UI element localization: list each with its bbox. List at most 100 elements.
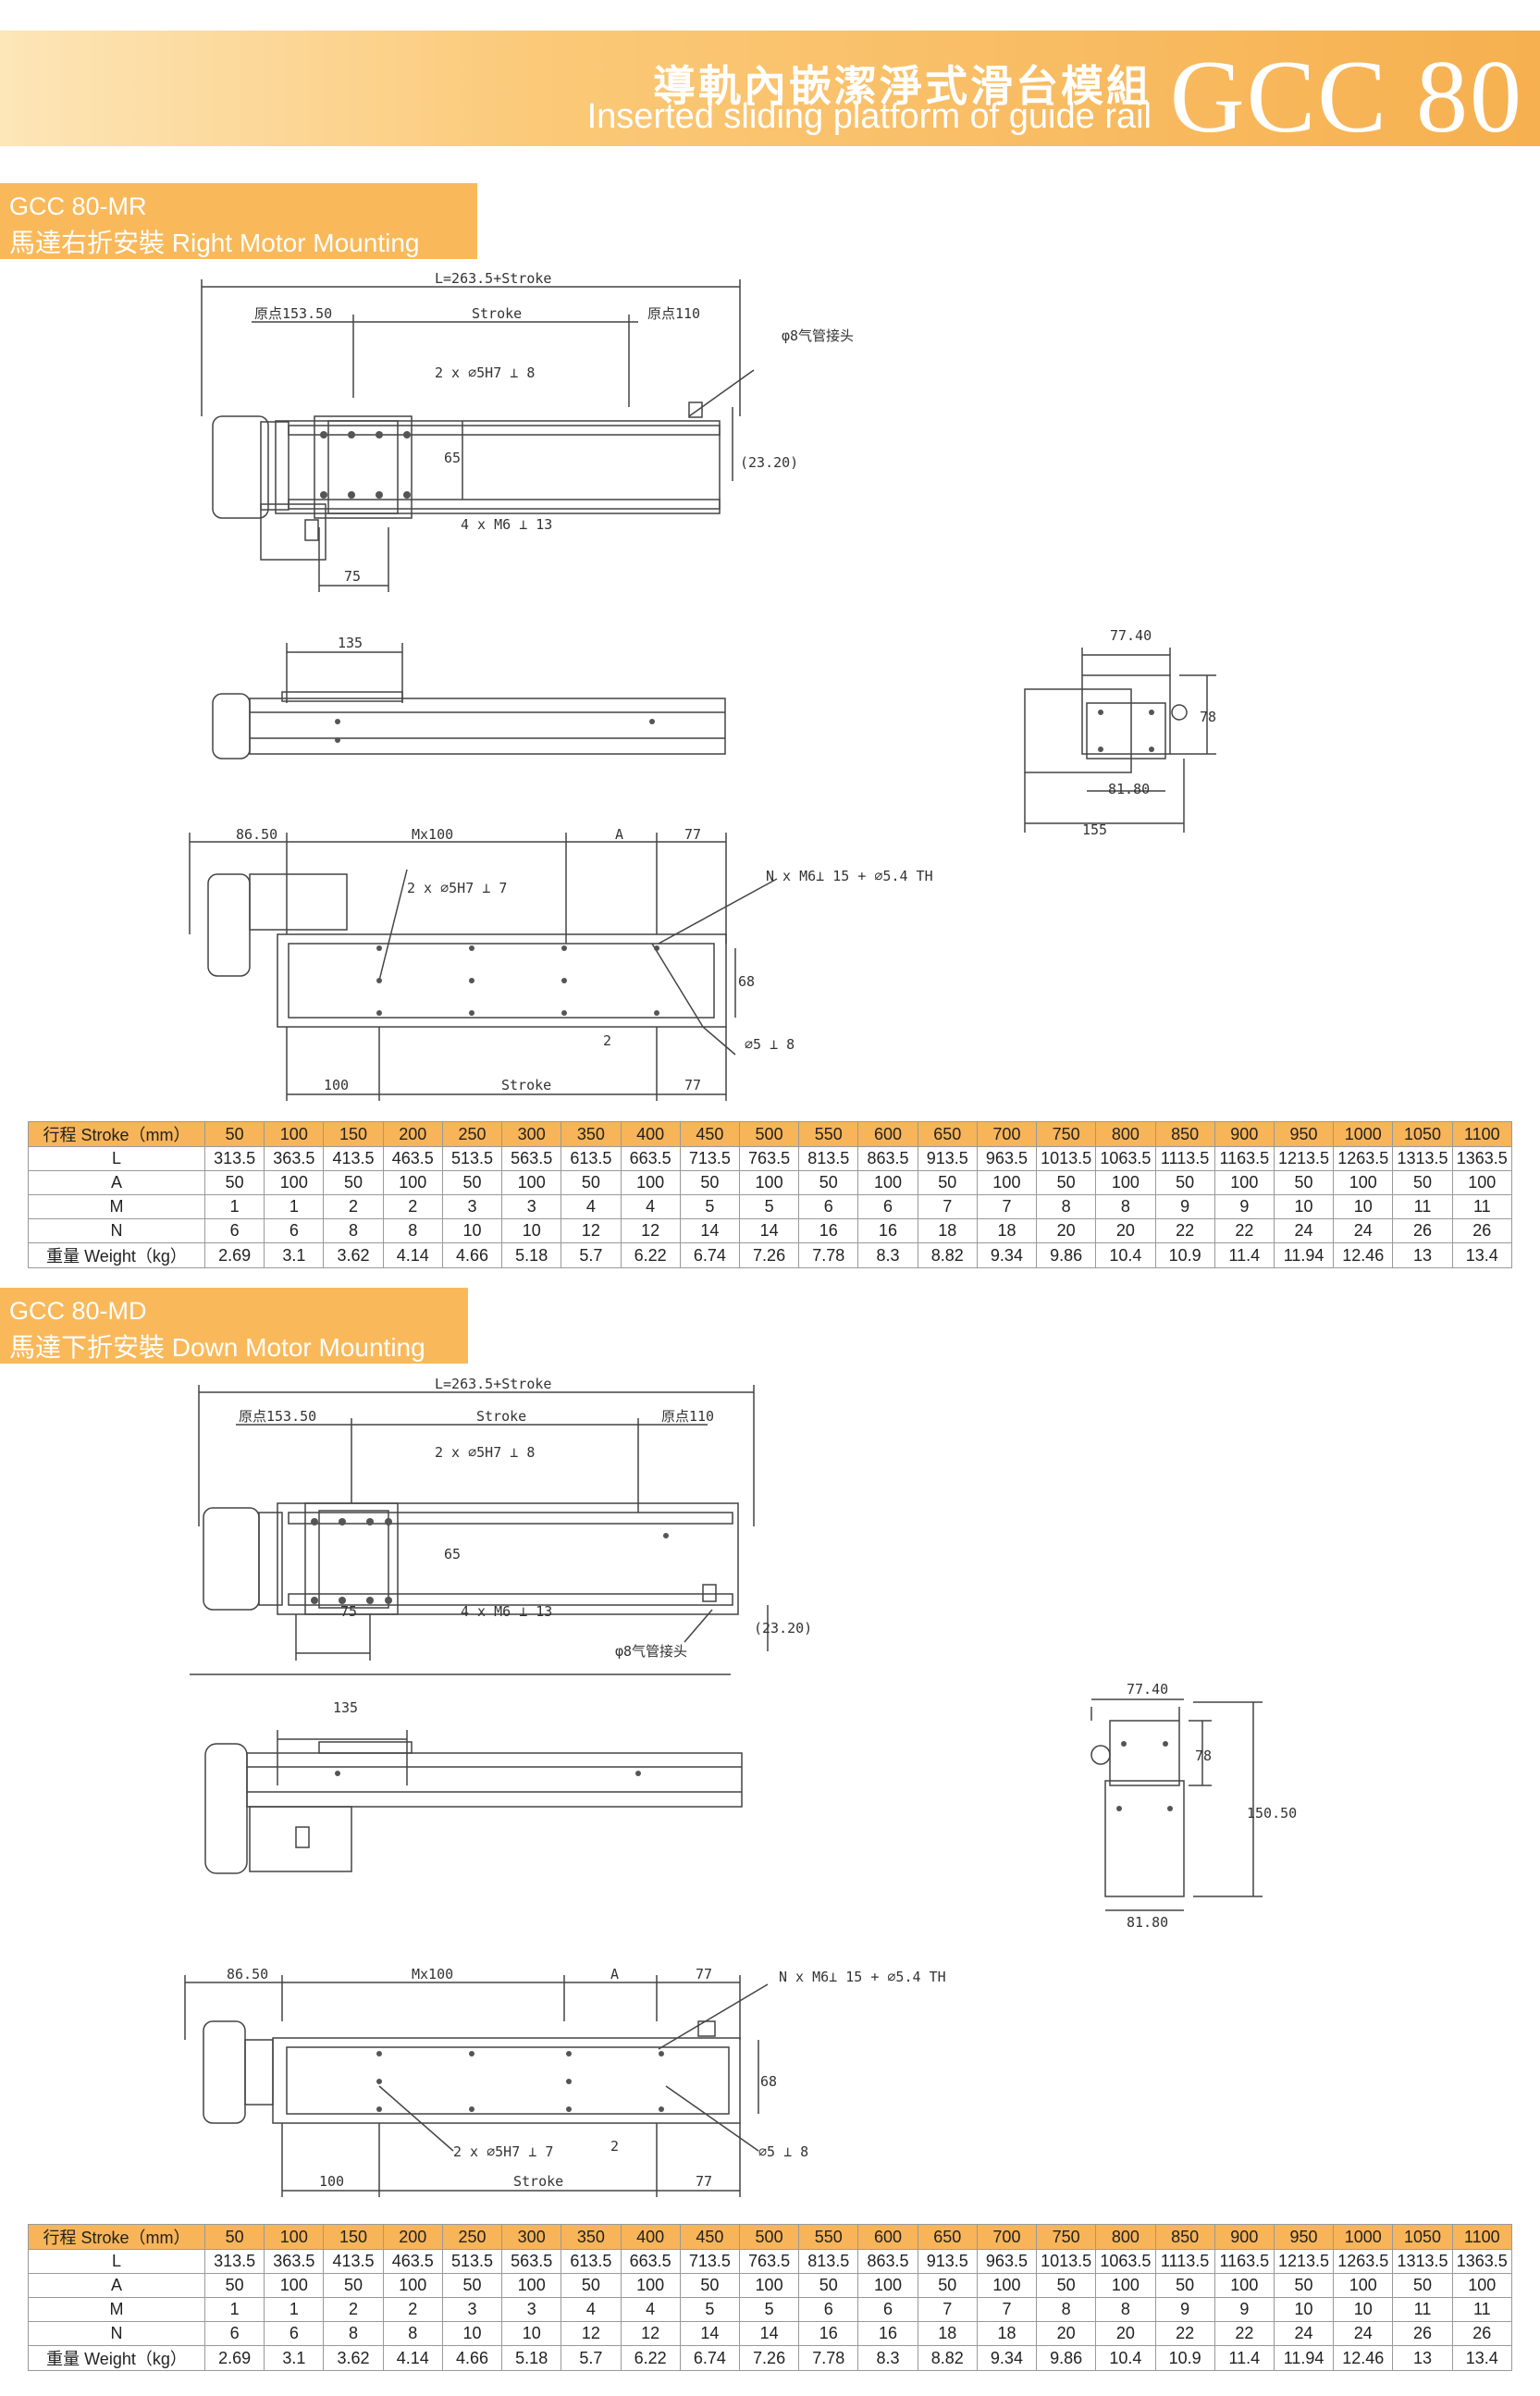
row-label: 重量 Weight（kg） xyxy=(28,1242,205,1268)
table-cell: 50 xyxy=(798,1170,859,1195)
table-cell: 9 xyxy=(1214,2297,1275,2322)
table-cell: 10 xyxy=(1273,2297,1335,2322)
table-cell: 8.82 xyxy=(917,1242,978,1268)
table-cell: 50 xyxy=(203,1121,265,1147)
label-air-fitting: φ8气管接头 xyxy=(782,327,854,344)
table-cell: 11.94 xyxy=(1273,2345,1335,2371)
table-cell: 713.5 xyxy=(679,1146,740,1171)
table-cell: 900 xyxy=(1214,1121,1275,1147)
title-en: Inserted sliding platform of guide rail xyxy=(586,97,1152,136)
table-cell: 6.74 xyxy=(679,1242,740,1268)
table-cell: 1313.5 xyxy=(1392,2249,1453,2274)
dim-78: 78 xyxy=(1195,1748,1212,1764)
table-cell: 50 xyxy=(203,2224,265,2250)
table-cell: 450 xyxy=(679,1121,740,1147)
dim-77-bottom: 77 xyxy=(684,1077,701,1093)
table-cell: 100 xyxy=(1451,1170,1513,1195)
table-cell: 4 xyxy=(620,2297,681,2322)
table-cell: 5 xyxy=(738,1194,800,1219)
table-cell: 16 xyxy=(857,2321,918,2346)
dim-155: 155 xyxy=(1082,821,1107,838)
table-cell: 100 xyxy=(1333,1170,1394,1195)
table-cell: 100 xyxy=(382,2273,443,2298)
table-cell: 663.5 xyxy=(620,2249,681,2274)
table-cell: 50 xyxy=(323,2273,384,2298)
dim-78: 78 xyxy=(1200,709,1216,725)
table-cell: 16 xyxy=(857,1218,918,1243)
dim-75: 75 xyxy=(340,1603,357,1620)
table-cell: 1100 xyxy=(1451,2224,1513,2250)
table-cell: 2 xyxy=(382,2297,443,2322)
table-cell: 363.5 xyxy=(264,2249,325,2274)
table-cell: 200 xyxy=(382,1121,443,1147)
drawing-right-motor: L=263.5+Stroke 原点153.50 Stroke 原点110 φ8气… xyxy=(189,270,1216,1101)
table-cell: 650 xyxy=(917,1121,978,1147)
table-cell: 700 xyxy=(976,1121,1038,1147)
table-cell: 20 xyxy=(1036,1218,1097,1243)
table-cell: 400 xyxy=(620,1121,681,1147)
table-cell: 100 xyxy=(501,1170,562,1195)
table-cell: 813.5 xyxy=(798,2249,859,2274)
label-tapped-holes: 4 x M6 ⟂ 13 xyxy=(461,516,552,533)
table-cell: 12 xyxy=(561,2321,622,2346)
dim-a: A xyxy=(615,826,623,843)
dim-7740: 77.40 xyxy=(1127,1681,1168,1698)
table-cell: 300 xyxy=(501,1121,562,1147)
dim-77: 77 xyxy=(696,1966,712,1982)
table-cell: 600 xyxy=(857,1121,918,1147)
table-cell: 26 xyxy=(1451,1218,1513,1243)
table-cell: 700 xyxy=(976,2224,1038,2250)
dim-8180: 81.80 xyxy=(1108,781,1150,797)
row-label: A xyxy=(28,2273,205,2298)
table-cell: 6 xyxy=(203,1218,265,1243)
dim-135: 135 xyxy=(333,1699,358,1716)
table-cell: 363.5 xyxy=(264,1146,325,1171)
table-cell: 1050 xyxy=(1392,1121,1453,1147)
table-cell: 6 xyxy=(857,2297,918,2322)
dim-origin-right: 原点110 xyxy=(647,305,700,322)
table-cell: 9.34 xyxy=(976,1242,1038,1268)
table-cell: 100 xyxy=(976,2273,1038,2298)
table-cell: 963.5 xyxy=(976,2249,1038,2274)
table-cell: 1 xyxy=(203,1194,265,1219)
section-subtitle: 馬達下折安裝 Down Motor Mounting xyxy=(9,1333,425,1362)
table-cell: 3 xyxy=(441,2297,503,2322)
table-cell: 26 xyxy=(1392,2321,1453,2346)
table-cell: 750 xyxy=(1036,1121,1097,1147)
table-cell: 600 xyxy=(857,2224,918,2250)
table-cell: 100 xyxy=(382,1170,443,1195)
table-cell: 5 xyxy=(679,2297,740,2322)
table-cell: 963.5 xyxy=(976,1146,1038,1171)
label-hole5: ⌀5 ⟂ 8 xyxy=(745,1036,795,1053)
table-cell: 50 xyxy=(1392,1170,1453,1195)
table-cell: 24 xyxy=(1273,1218,1335,1243)
table-cell: 1050 xyxy=(1392,2224,1453,2250)
table-cell: 7.26 xyxy=(738,2345,800,2371)
table-cell: 10 xyxy=(1273,1194,1335,1219)
table-cell: 22 xyxy=(1214,2321,1275,2346)
table-cell: 6.22 xyxy=(620,1242,681,1268)
table-cell: 663.5 xyxy=(620,1146,681,1171)
table-cell: 26 xyxy=(1392,1218,1453,1243)
dim-15050: 150.50 xyxy=(1247,1805,1297,1822)
table-cell: 2 xyxy=(323,1194,384,1219)
dim-8180: 81.80 xyxy=(1127,1914,1168,1931)
table-cell: 9.86 xyxy=(1036,2345,1097,2371)
row-label: 行程 Stroke（mm） xyxy=(28,1121,205,1147)
table-cell: 11 xyxy=(1451,2297,1513,2322)
dim-65: 65 xyxy=(444,450,461,466)
table-cell: 10 xyxy=(441,1218,503,1243)
label-n-holes: N x M6⟂ 15 + ⌀5.4 TH xyxy=(766,868,933,884)
table-cell: 10.9 xyxy=(1154,2345,1215,2371)
table-cell: 100 xyxy=(620,1170,681,1195)
dim-origin-left: 原点153.50 xyxy=(239,1408,316,1425)
table-cell: 14 xyxy=(738,1218,800,1243)
table-cell: 950 xyxy=(1273,1121,1335,1147)
table-cell: 50 xyxy=(917,1170,978,1195)
table-cell: 100 xyxy=(738,2273,800,2298)
